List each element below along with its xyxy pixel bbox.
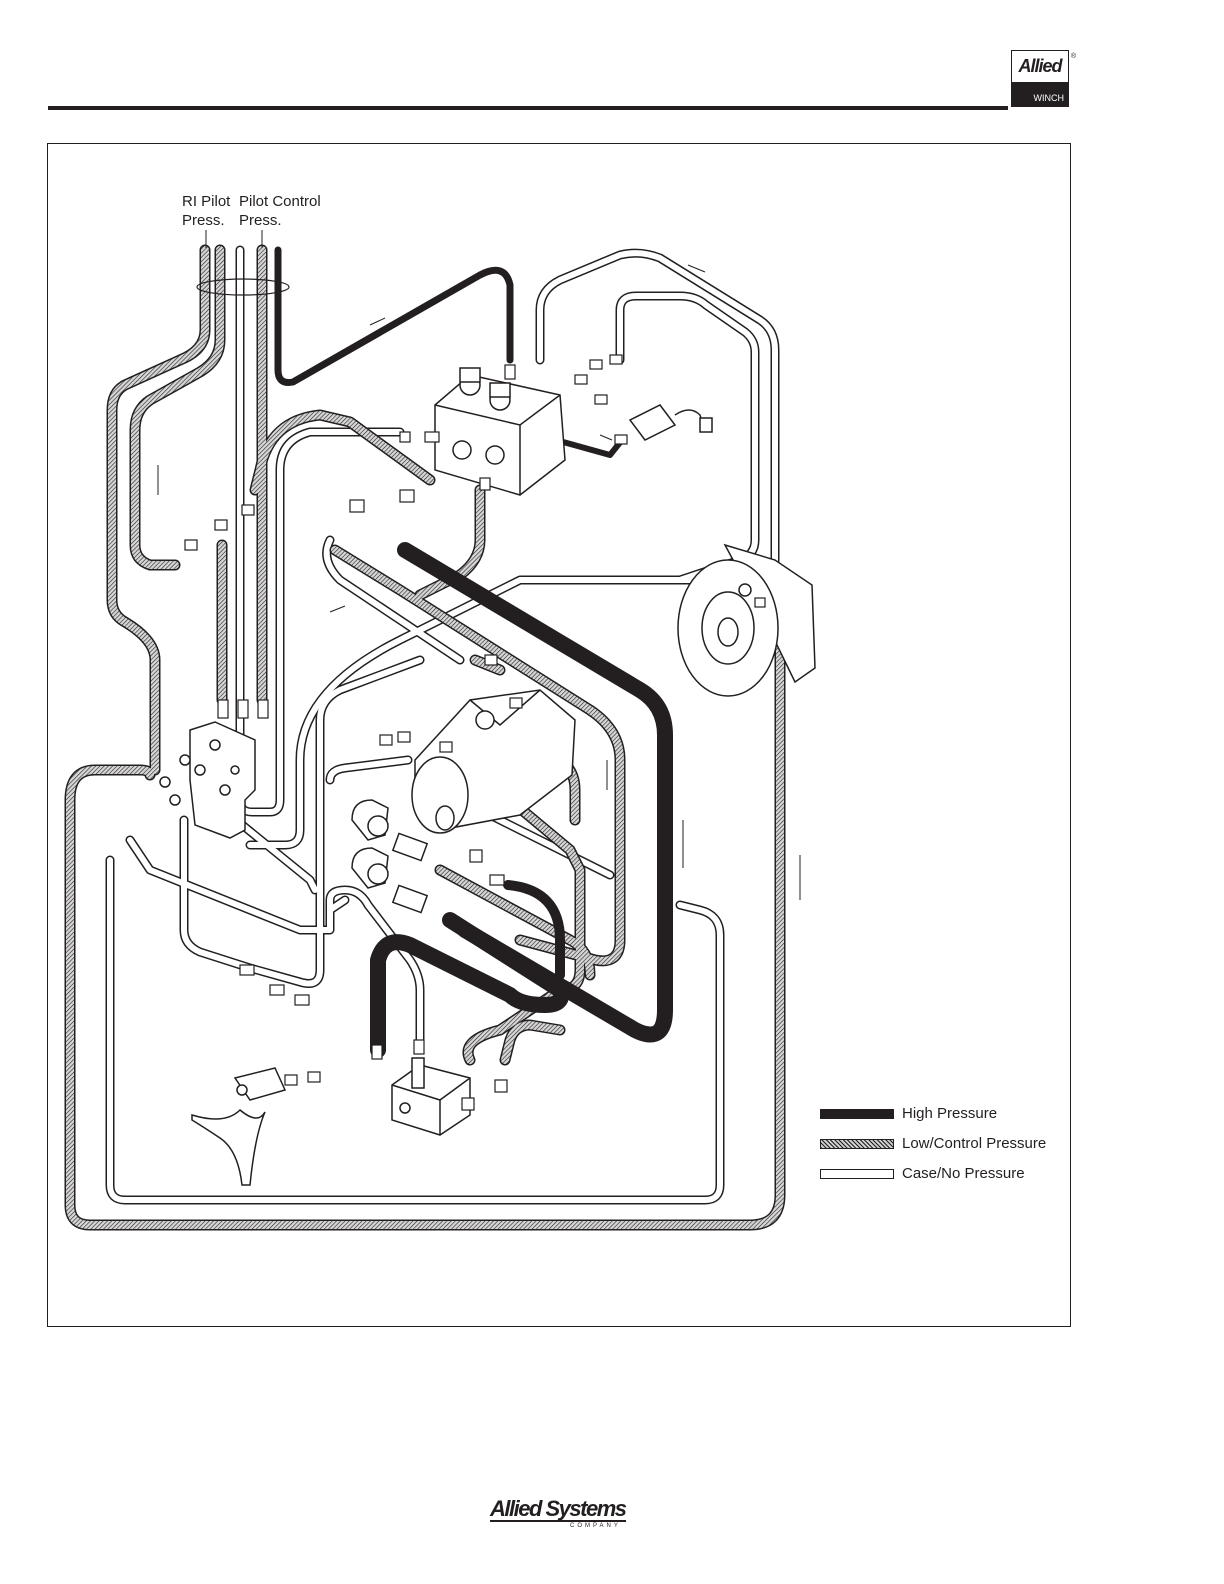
pressure-sensor [630,405,712,440]
legend-item-low: Low/Control Pressure [820,1135,1046,1152]
pilot-control-label: Pilot Control Press. [239,192,321,230]
ri-pilot-text: RI Pilot Press. [182,193,230,229]
foot-pedal [192,1068,285,1185]
legend-label-case: Case/No Pressure [902,1165,1025,1182]
hydraulic-motor [412,690,575,833]
legend-label-high: High Pressure [902,1105,997,1122]
pilot-control-text: Pilot Control Press. [239,193,321,229]
legend-label-low: Low/Control Pressure [902,1135,1046,1152]
legend-item-high: High Pressure [820,1105,997,1122]
manifold-block [160,722,255,838]
allied-systems-logo: Allied Systems COMPANY [490,1498,630,1528]
brake-housing [678,545,815,696]
legend-swatch-high [820,1109,894,1119]
bottom-valve-block [392,1058,470,1135]
legend-swatch-low [820,1139,894,1149]
control-valve-block [435,368,565,495]
legend-item-case: Case/No Pressure [820,1165,1025,1182]
ri-pilot-label: RI Pilot Press. [182,192,230,230]
footer-sub: COMPANY [570,1523,630,1529]
footer-brand: Allied Systems [490,1498,626,1522]
legend-swatch-case [820,1169,894,1179]
